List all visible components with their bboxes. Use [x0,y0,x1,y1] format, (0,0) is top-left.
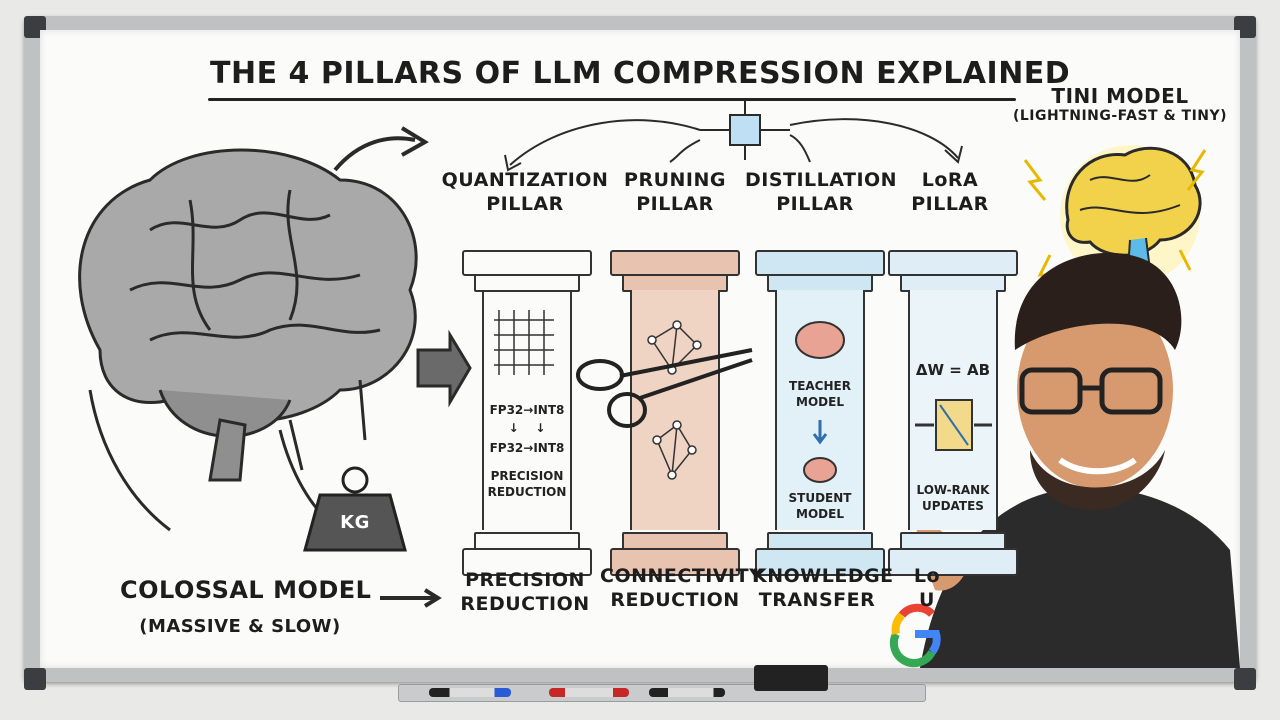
marker-black[interactable] [649,688,725,697]
student-label-1: STUDENT [788,491,852,505]
eraser[interactable] [754,665,828,691]
marker-tray [398,665,926,702]
tini-brain-icon [1023,145,1207,291]
colossal-brain-icon [78,148,418,482]
big-arrow-icon [416,329,472,408]
quant-label-3: PRECISION [490,469,564,483]
weight-icon [303,466,407,552]
lora-pillar: ΔW = AB LOW-RANK UPDATES [888,250,1018,582]
teacher-brain-icon [795,321,845,483]
down-arrow-icon: ↓ ↓ [508,421,546,435]
quant-label-1: FP32→INT8 [489,403,565,417]
scissors-icon [576,348,753,428]
frame-corner [24,668,46,690]
arrow-icon [333,126,442,608]
lora-label-2: UPDATES [922,499,984,513]
pruning-pillar [610,250,740,582]
diagram-title: THE 4 PILLARS OF LLM COMPRESSION EXPLAIN… [210,56,1071,91]
chip-icon [504,100,963,172]
frame-corner [1234,668,1256,690]
tini-model-sublabel: (LIGHTNING-FAST & TINY) [1012,108,1228,124]
network-graph-icon [647,320,702,480]
teacher-label-2: MODEL [796,395,844,409]
title-underline [208,98,1016,101]
google-logo-icon [889,603,941,668]
marker-blue[interactable] [429,688,511,697]
student-label-2: MODEL [796,507,844,521]
tini-model-label: TINI MODEL [1051,84,1189,108]
matrix-icon [915,399,992,451]
marker-red[interactable] [549,688,629,697]
teacher-label-1: TEACHER [789,379,851,393]
quantization-pillar: FP32→INT8 ↓ ↓ FP32→INT8 PRECISION REDUCT… [462,250,592,582]
lora-formula: ΔW = AB [915,361,991,379]
distillation-pillar: TEACHER MODEL STUDENT MODEL [755,250,885,582]
lora-label-1: LOW-RANK [916,483,990,497]
quant-label-2: FP32→INT8 [489,441,565,455]
whiteboard: THE 4 PILLARS OF LLM COMPRESSION EXPLAIN… [40,30,1240,668]
grid-icon [494,310,554,375]
colossal-model-sublabel: (MASSIVE & SLOW) [139,616,341,637]
quant-label-4: REDUCTION [487,485,567,499]
sketch-layer [78,100,1240,668]
colossal-model-label: COLOSSAL MODEL [120,576,372,604]
weight-label: KG [340,512,370,533]
